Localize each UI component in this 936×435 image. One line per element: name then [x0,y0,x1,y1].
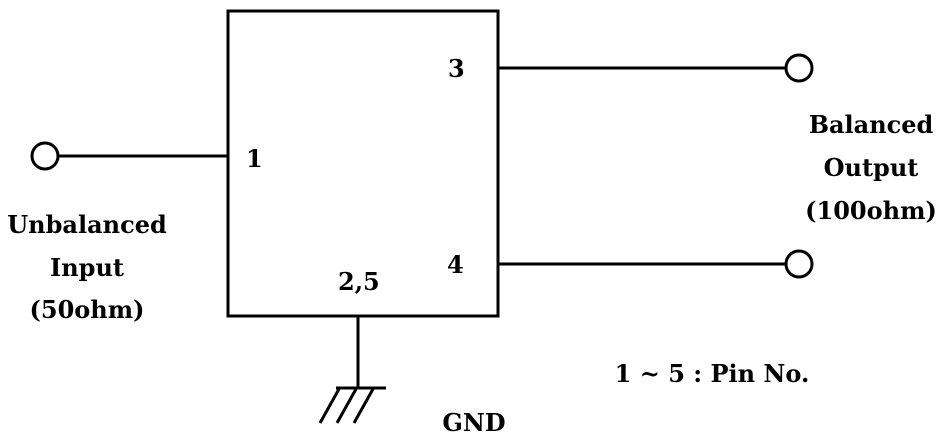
output-terminal-pin3 [784,53,814,83]
output-label-line3: (100ohm) [805,196,936,225]
pin-1-label: 1 [246,144,263,173]
pin-number-legend: 1 ~ 5 : Pin No. [615,359,810,388]
output-label-line1: Balanced [809,110,934,139]
input-terminal [30,141,60,171]
pin-3-label: 3 [448,54,465,83]
output-terminal-pin4 [784,249,814,279]
pin-2-5-label: 2,5 [338,267,380,296]
component-body [226,9,500,318]
output-label-line2: Output [824,153,919,182]
input-label-line2: Input [50,253,124,282]
ground-label: GND [442,408,505,435]
ground-symbol [318,386,386,424]
input-label-line1: Unbalanced [7,210,167,239]
input-label-line3: (50ohm) [30,295,145,324]
pin-4-label: 4 [447,250,464,279]
